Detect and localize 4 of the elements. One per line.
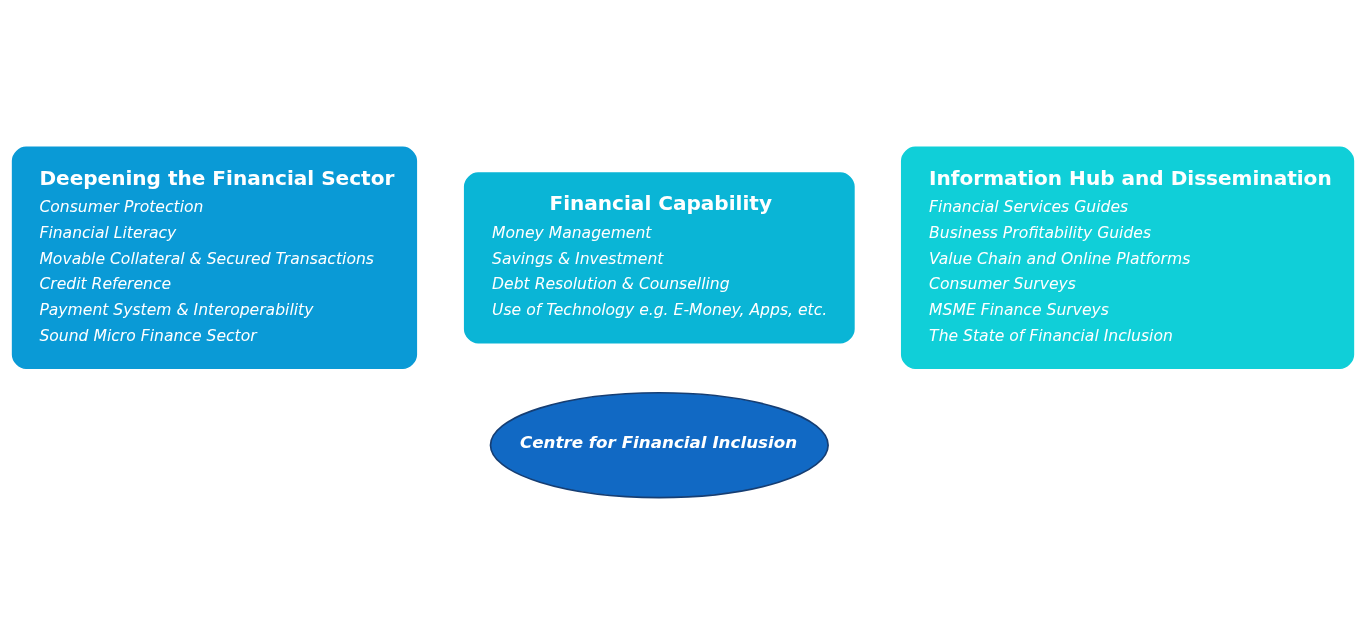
node-box: Financial Capability Money Management Savings & Investment Debt Resolution & Counselling Use of Technology e.g. E-Money, Apps, etc. [463, 171, 855, 343]
node-box: Deepening the Financial Sector Consumer Protection Financial Literacy Movable Collateral & Secured Transactions Credit Reference Payment System & Interoperability Sound Micro Finance Sector [11, 146, 418, 369]
node-box: Information Hub and Dissemination Financial Services Guides Business Profitability Guides Value Chain and Online Platforms Consumer Surveys MSME Finance Surveys The State of Financial Inclusion [900, 146, 1355, 369]
node-ellipse: Centre for Financial Inclusion [489, 391, 829, 498]
